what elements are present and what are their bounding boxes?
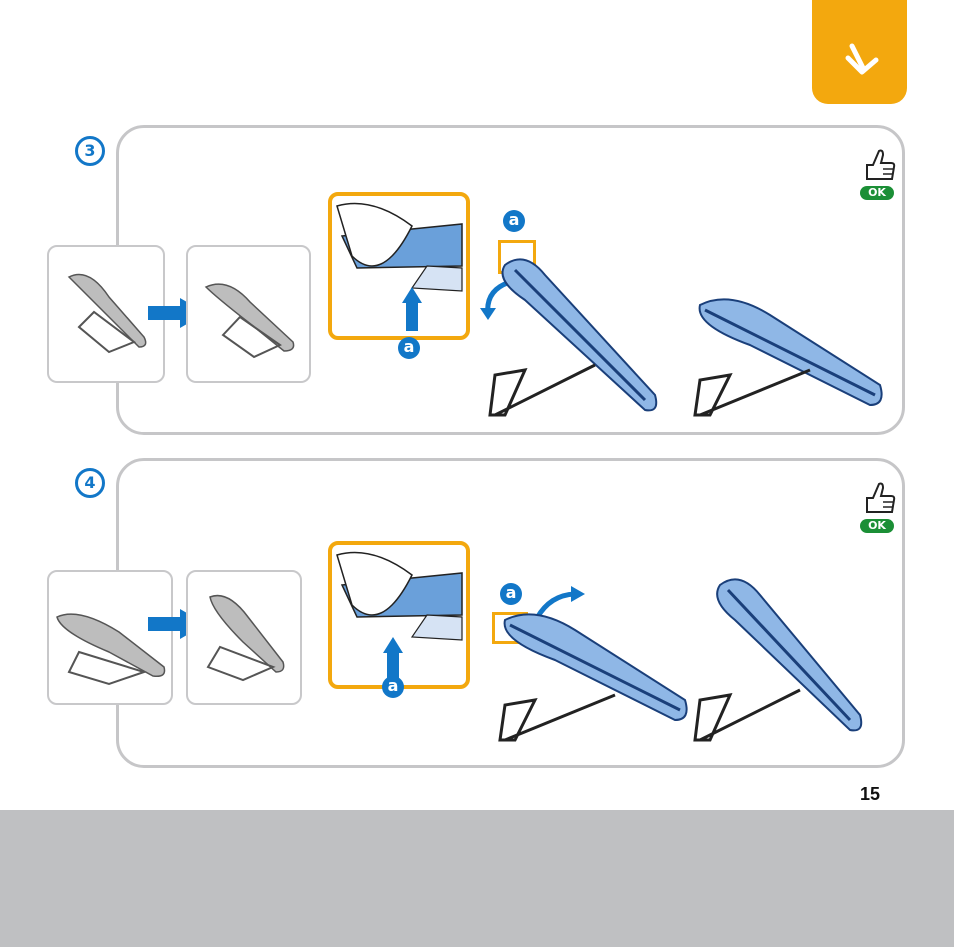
thumbs-up-icon [859,478,899,518]
hand-press-illustration [332,196,466,336]
thumbnail-after [186,245,311,383]
bouncer-thumbnail [49,572,175,707]
page-number: 15 [860,784,880,805]
section-tab [812,0,907,104]
step-number-4: 4 [75,468,105,498]
detail-box [328,192,470,340]
thumbnail-after [186,570,302,705]
bouncer-reclined-illustration [690,295,890,435]
step-number-3: 3 [75,136,105,166]
bouncer-thumbnail [188,572,304,707]
bouncer-upright-illustration [485,245,665,425]
ok-badge: OK [860,519,894,533]
marker-a: a [503,210,525,232]
marker-a: a [500,583,522,605]
marker-a: a [398,337,420,359]
bouncer-thumbnail [188,247,313,385]
page-footer-band [0,810,954,947]
arrow-up-icon [402,287,422,331]
ok-badge: OK [860,186,894,200]
thumbs-up-icon [859,145,899,185]
bouncer-upright-illustration [690,575,870,755]
marker-a: a [382,676,404,698]
bouncer-reclined-illustration [495,610,695,750]
tool-icon [812,0,907,104]
arrow-up-icon [383,637,403,681]
